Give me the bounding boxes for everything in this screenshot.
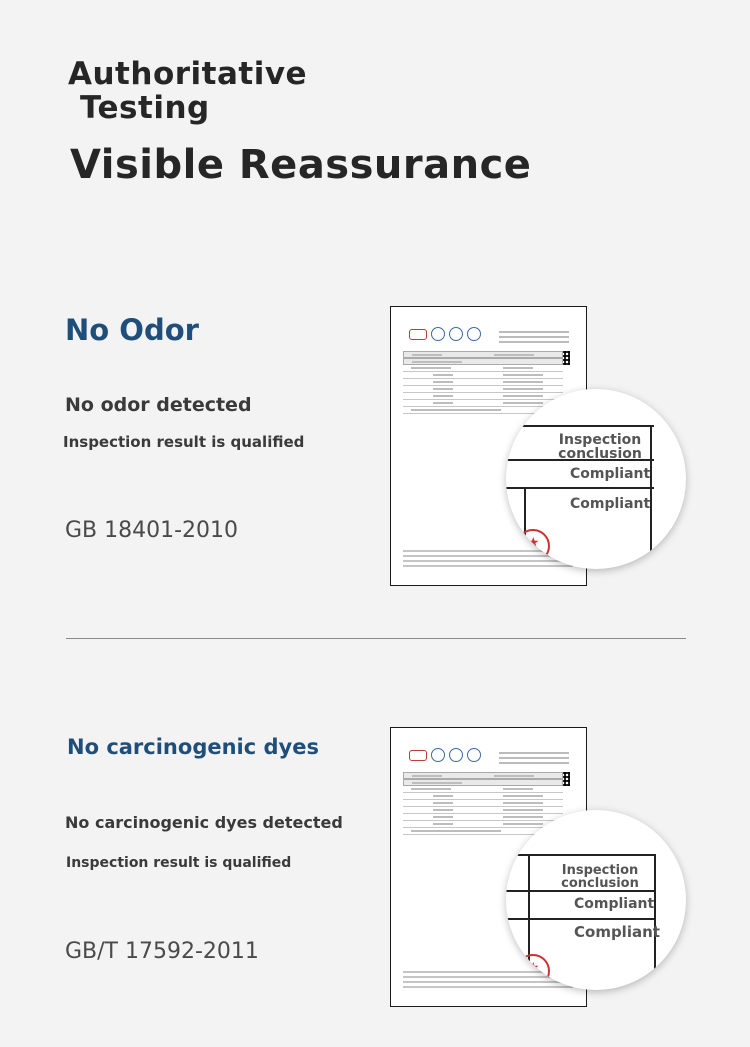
hero-title-line-1: Authoritative	[68, 56, 308, 92]
report-table	[403, 351, 563, 414]
lab-logo-icon	[467, 748, 481, 762]
magnifier-zoom: Inspection conclusion Compliant Complian…	[506, 810, 686, 990]
detection-text: No odor detected	[65, 394, 252, 416]
report-table	[403, 772, 563, 835]
ilac-logo-icon	[431, 327, 445, 341]
certification-logos	[409, 327, 481, 341]
report-header-lines	[499, 752, 569, 767]
red-stamp-icon	[516, 529, 550, 563]
magnifier-row-compliant: Compliant	[574, 923, 660, 941]
ilac-logo-icon	[431, 748, 445, 762]
section-title-no-carcinogenic-dyes: No carcinogenic dyes	[67, 735, 319, 759]
cnas-logo-icon	[449, 327, 463, 341]
magnifier-row-compliant: Compliant	[570, 466, 651, 482]
magnifier-header: Inspection conclusion	[561, 863, 639, 891]
hero-title-line-2: Testing	[80, 90, 210, 126]
red-stamp-icon	[516, 954, 550, 988]
section-divider	[66, 638, 686, 639]
cma-logo-icon	[409, 328, 427, 340]
certification-logos	[409, 748, 481, 762]
standard-code: GB/T 17592-2011	[65, 939, 259, 964]
report-footer-lines	[403, 547, 573, 567]
standard-code: GB 18401-2010	[65, 518, 239, 543]
magnifier-row-compliant: Compliant	[574, 896, 655, 912]
lab-logo-icon	[467, 327, 481, 341]
inspection-result-text: Inspection result is qualified	[63, 433, 305, 451]
cnas-logo-icon	[449, 748, 463, 762]
hero-headline: Visible Reassurance	[70, 142, 532, 188]
inspection-result-text: Inspection result is qualified	[66, 855, 292, 871]
report-header-lines	[499, 331, 569, 346]
magnifier-zoom: Inspection conclusion Compliant Complian…	[506, 389, 686, 569]
report-footer-lines	[403, 968, 573, 988]
magnifier-row-compliant: Compliant	[570, 496, 651, 512]
cma-logo-icon	[409, 749, 427, 761]
section-title-no-odor: No Odor	[65, 313, 199, 347]
magnifier-header: Inspection conclusion	[558, 432, 642, 462]
detection-text: No carcinogenic dyes detected	[65, 813, 343, 832]
